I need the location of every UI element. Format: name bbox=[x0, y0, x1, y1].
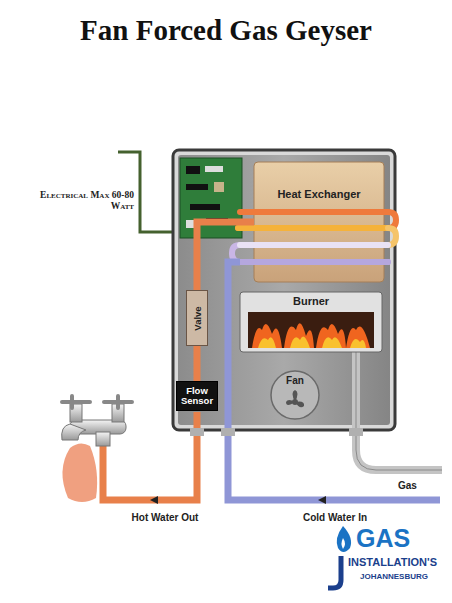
node-label: Burner bbox=[293, 295, 329, 307]
logo-word: INSTALLATION'S bbox=[348, 556, 448, 569]
fan-unit: Fan bbox=[271, 371, 319, 419]
node-label: Fan bbox=[286, 375, 304, 386]
flow-sensor: Flow Sensor bbox=[176, 381, 218, 411]
valve-box: Valve bbox=[186, 290, 208, 346]
burner-box: Burner bbox=[240, 292, 382, 352]
pipe-label: Cold Water In bbox=[280, 512, 390, 524]
hot-water-pipe bbox=[194, 346, 201, 381]
node-label: Valve bbox=[192, 306, 203, 330]
hot-water-pipe bbox=[197, 222, 254, 290]
logo-word: JOHANNESBURG bbox=[360, 572, 446, 581]
node-label: Flow Sensor bbox=[180, 386, 214, 406]
logo-word: GAS bbox=[356, 524, 436, 553]
power-note: Electrical Max 60-80 Watt bbox=[30, 190, 134, 212]
pipe-label: Hot Water Out bbox=[110, 512, 220, 524]
diagram-title: Fan Forced Gas Geyser bbox=[0, 14, 452, 47]
pipe-label: Gas bbox=[398, 480, 438, 492]
heat-exchanger: Heat Exchanger bbox=[254, 162, 384, 282]
node-label: Heat Exchanger bbox=[277, 188, 360, 200]
